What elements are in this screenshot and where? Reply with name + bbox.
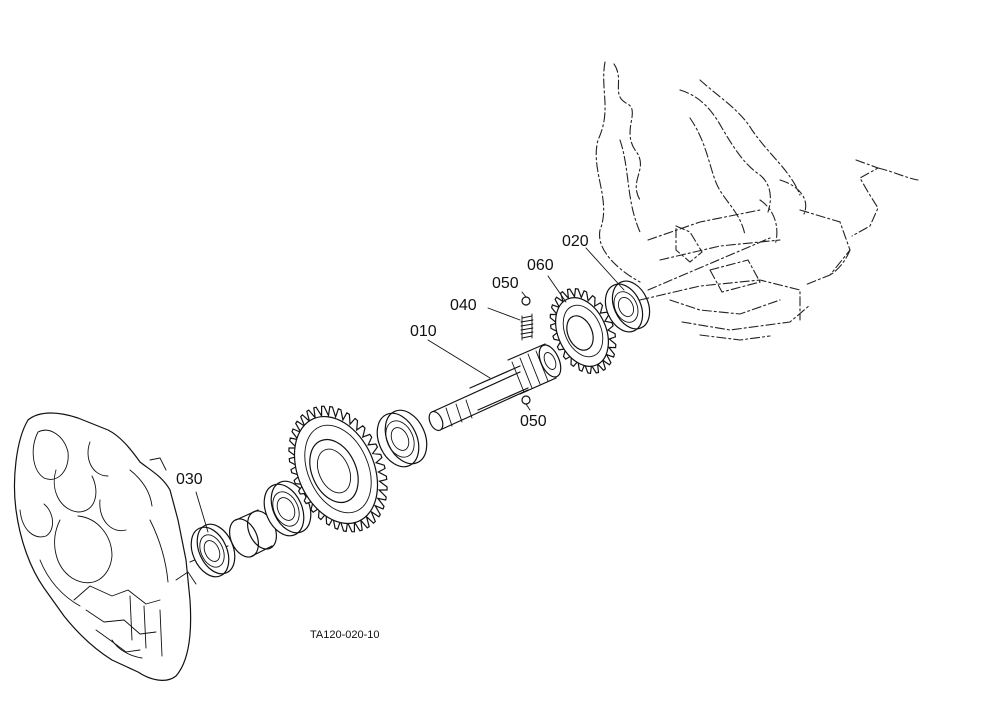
callout-030: 030: [176, 471, 203, 488]
small-gear-060: [549, 288, 617, 374]
bearing-center: [376, 409, 428, 468]
right-transmission-case: [595, 61, 919, 341]
callout-020: 020: [562, 233, 589, 250]
leader-lines: [195, 247, 625, 533]
bearing-left-inner: [263, 480, 312, 537]
drawing-reference-code: TA120-020-10: [310, 629, 380, 641]
callout-050-top: 050: [492, 275, 519, 292]
left-transmission-case: [13, 412, 197, 681]
callout-060: 060: [527, 257, 554, 274]
detent-spring-040: [520, 313, 534, 341]
detent-ball-050-top: [521, 296, 531, 306]
bearing-020: [604, 280, 651, 333]
spacer-collar: [229, 509, 277, 558]
callout-040: 040: [450, 297, 477, 314]
callout-010: 010: [410, 323, 437, 340]
large-gear: [288, 405, 388, 533]
callout-050-bottom: 050: [520, 413, 547, 430]
detent-ball-050-bottom: [521, 395, 531, 405]
shaft-010: [428, 343, 562, 432]
